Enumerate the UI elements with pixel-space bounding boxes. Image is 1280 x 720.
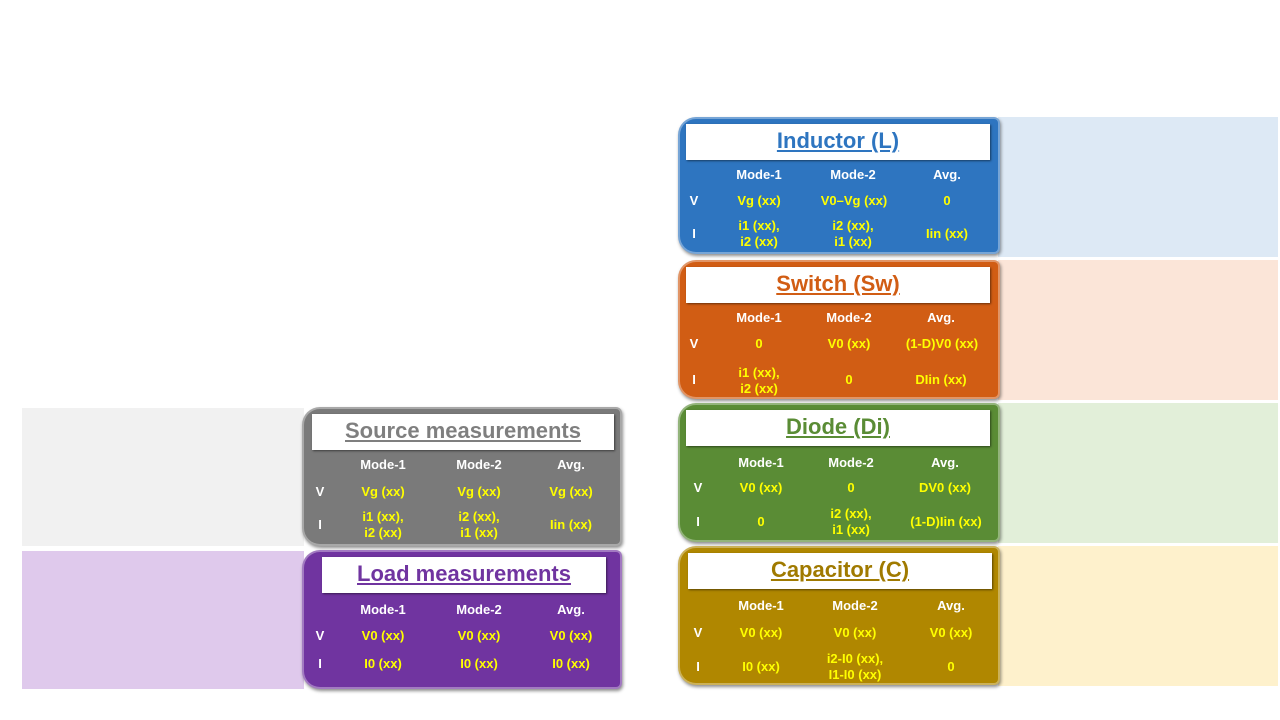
- load-i-mode1: I0 (xx): [364, 656, 402, 671]
- switch-header-avg: Avg.: [927, 310, 955, 325]
- capacitor-v-mode1: V0 (xx): [739, 625, 783, 640]
- source-i-mode2-b: i1 (xx): [460, 525, 498, 540]
- load-card: Load measurements Mode-1 Mode-2 Avg. V V…: [302, 550, 622, 689]
- diode-header-mode2: Mode-2: [828, 455, 874, 470]
- diode-panel-bg: [998, 403, 1278, 543]
- capacitor-title: Capacitor (C): [688, 553, 992, 589]
- source-header-avg: Avg.: [557, 457, 585, 472]
- source-row-i-label: I: [318, 517, 322, 532]
- source-title: Source measurements: [312, 414, 614, 450]
- diode-title: Diode (Di): [686, 410, 990, 446]
- capacitor-v-mode2: V0 (xx): [833, 625, 877, 640]
- switch-row-i-label: I: [692, 372, 696, 387]
- diode-i-mode2-b: i1 (xx): [832, 522, 870, 537]
- capacitor-i-mode2-a: i2-I0 (xx),: [826, 651, 884, 666]
- source-header-mode1: Mode-1: [360, 457, 406, 472]
- inductor-header-avg: Avg.: [933, 167, 961, 182]
- diode-row-i-label: I: [696, 514, 700, 529]
- switch-i-mode1-a: i1 (xx),: [738, 365, 780, 380]
- switch-panel-bg: [998, 260, 1278, 400]
- load-row-v-label: V: [315, 628, 325, 643]
- capacitor-header-mode2: Mode-2: [832, 598, 878, 613]
- capacitor-v-avg: V0 (xx): [929, 625, 973, 640]
- diode-v-avg: DV0 (xx): [918, 480, 972, 495]
- switch-card: Switch (Sw) Mode-1 Mode-2 Avg. V 0 V0 (x…: [678, 260, 1000, 399]
- load-title: Load measurements: [322, 557, 606, 593]
- source-i-mode1-b: i2 (xx): [364, 525, 402, 540]
- capacitor-i-mode1: I0 (xx): [742, 659, 780, 674]
- diode-header-mode1: Mode-1: [738, 455, 784, 470]
- diode-i-mode1: 0: [757, 514, 765, 529]
- source-i-avg: Iin (xx): [550, 517, 592, 532]
- switch-i-avg: DIin (xx): [915, 372, 967, 387]
- source-i-mode1-a: i1 (xx),: [362, 509, 404, 524]
- inductor-row-v-label: V: [689, 193, 699, 208]
- inductor-i-mode1-b: i2 (xx): [740, 234, 778, 249]
- load-v-mode1: V0 (xx): [361, 628, 405, 643]
- capacitor-header-mode1: Mode-1: [738, 598, 784, 613]
- source-v-mode1: Vg (xx): [361, 484, 405, 499]
- diode-header-avg: Avg.: [931, 455, 959, 470]
- switch-v-mode1: 0: [755, 336, 763, 351]
- inductor-v-mode1: Vg (xx): [737, 193, 781, 208]
- switch-i-mode2: 0: [845, 372, 853, 387]
- switch-header-mode1: Mode-1: [736, 310, 782, 325]
- load-header-mode1: Mode-1: [360, 602, 406, 617]
- capacitor-card: Capacitor (C) Mode-1 Mode-2 Avg. V V0 (x…: [678, 546, 1000, 685]
- inductor-i-mode2-b: i1 (xx): [834, 234, 872, 249]
- capacitor-panel-bg: [998, 546, 1278, 686]
- diode-card: Diode (Di) Mode-1 Mode-2 Avg. V V0 (xx) …: [678, 403, 1000, 542]
- inductor-header-mode2: Mode-2: [830, 167, 876, 182]
- switch-v-avg: (1-D)V0 (xx): [905, 336, 979, 351]
- diode-v-mode1: V0 (xx): [739, 480, 783, 495]
- inductor-title: Inductor (L): [686, 124, 990, 160]
- inductor-i-avg: Iin (xx): [926, 226, 968, 241]
- capacitor-row-v-label: V: [693, 625, 703, 640]
- diode-i-avg: (1-D)Iin (xx): [910, 514, 982, 529]
- inductor-row-i-label: I: [692, 226, 696, 241]
- capacitor-header-avg: Avg.: [937, 598, 965, 613]
- load-header-avg: Avg.: [557, 602, 585, 617]
- load-row-i-label: I: [318, 656, 322, 671]
- capacitor-i-mode2-b: I1-I0 (xx): [828, 667, 882, 682]
- diode-v-mode2: 0: [847, 480, 855, 495]
- inductor-v-mode2: V0–Vg (xx): [820, 193, 888, 208]
- source-v-avg: Vg (xx): [549, 484, 593, 499]
- load-v-avg: V0 (xx): [549, 628, 593, 643]
- load-v-mode2: V0 (xx): [457, 628, 501, 643]
- switch-title: Switch (Sw): [686, 267, 990, 303]
- switch-header-mode2: Mode-2: [826, 310, 872, 325]
- source-v-mode2: Vg (xx): [457, 484, 501, 499]
- load-header-mode2: Mode-2: [456, 602, 502, 617]
- source-i-mode2-a: i2 (xx),: [458, 509, 500, 524]
- source-header-mode2: Mode-2: [456, 457, 502, 472]
- source-row-v-label: V: [315, 484, 325, 499]
- capacitor-row-i-label: I: [696, 659, 700, 674]
- inductor-i-mode2-a: i2 (xx),: [832, 218, 874, 233]
- inductor-card: Inductor (L) Mode-1 Mode-2 Avg. V Vg (xx…: [678, 117, 1000, 254]
- switch-v-mode2: V0 (xx): [827, 336, 871, 351]
- source-card: Source measurements Mode-1 Mode-2 Avg. V…: [302, 407, 622, 546]
- inductor-header-mode1: Mode-1: [736, 167, 782, 182]
- switch-row-v-label: V: [689, 336, 699, 351]
- load-i-avg: I0 (xx): [552, 656, 590, 671]
- inductor-i-mode1-a: i1 (xx),: [738, 218, 780, 233]
- inductor-panel-bg: [998, 117, 1278, 257]
- diode-row-v-label: V: [693, 480, 703, 495]
- load-i-mode2: I0 (xx): [460, 656, 498, 671]
- load-panel-bg: [22, 551, 304, 689]
- diode-i-mode2-a: i2 (xx),: [830, 506, 872, 521]
- source-panel-bg: [22, 408, 304, 546]
- inductor-v-avg: 0: [943, 193, 951, 208]
- capacitor-i-avg: 0: [947, 659, 955, 674]
- switch-i-mode1-b: i2 (xx): [740, 381, 778, 396]
